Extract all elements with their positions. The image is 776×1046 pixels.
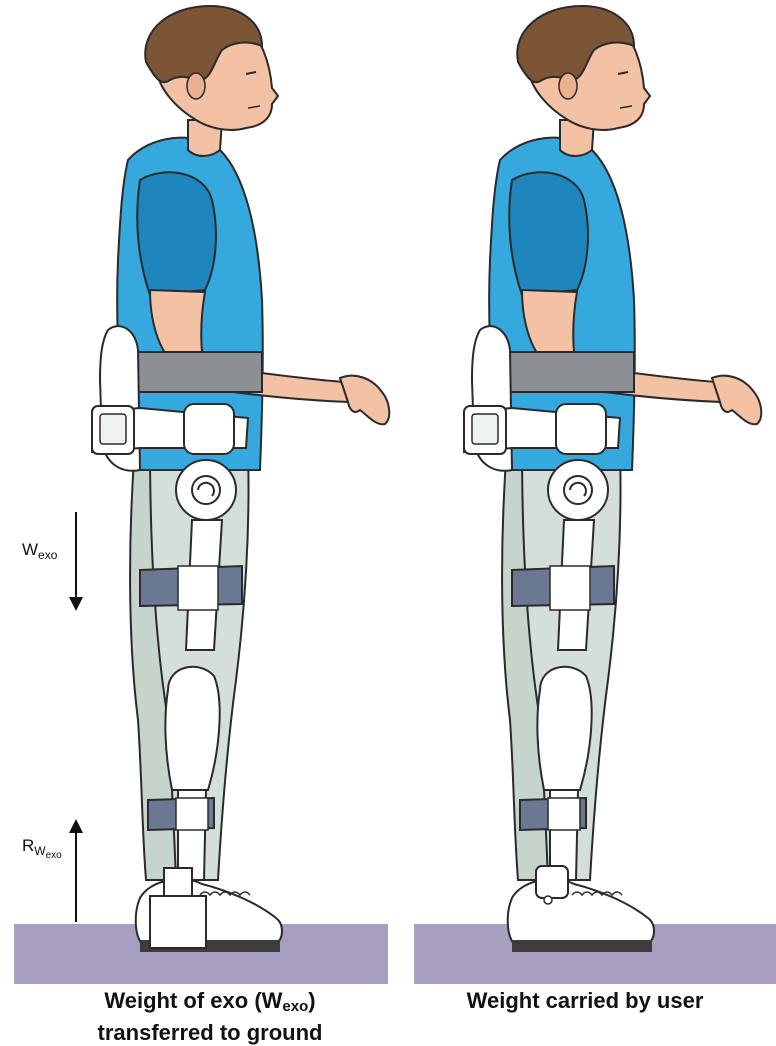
w-symbol: W [22,540,38,559]
left-caption-prefix: Weight of exo (W [104,988,282,1013]
right-panel [414,6,776,984]
right-caption: Weight carried by user [410,988,760,1014]
r-w-exo-label: RWexo [22,836,62,861]
left-caption-suffix: ) [308,988,315,1013]
left-panel [14,6,389,984]
right-figure-user-carries [464,6,761,952]
w-subscript: exo [38,548,57,562]
left-figure-exo-on-ground [92,6,389,952]
r-sub-symbol: W [34,844,45,858]
left-caption-line1: Weight of exo (Wexo) [40,988,380,1020]
left-caption-subscript: exo [282,998,308,1015]
r-sub-subscript: exo [46,850,62,861]
r-symbol: R [22,836,34,855]
w-exo-label: Wexo [22,540,57,562]
left-caption-line2: transferred to ground [40,1020,380,1046]
left-caption: Weight of exo (Wexo) transferred to grou… [40,988,380,1046]
